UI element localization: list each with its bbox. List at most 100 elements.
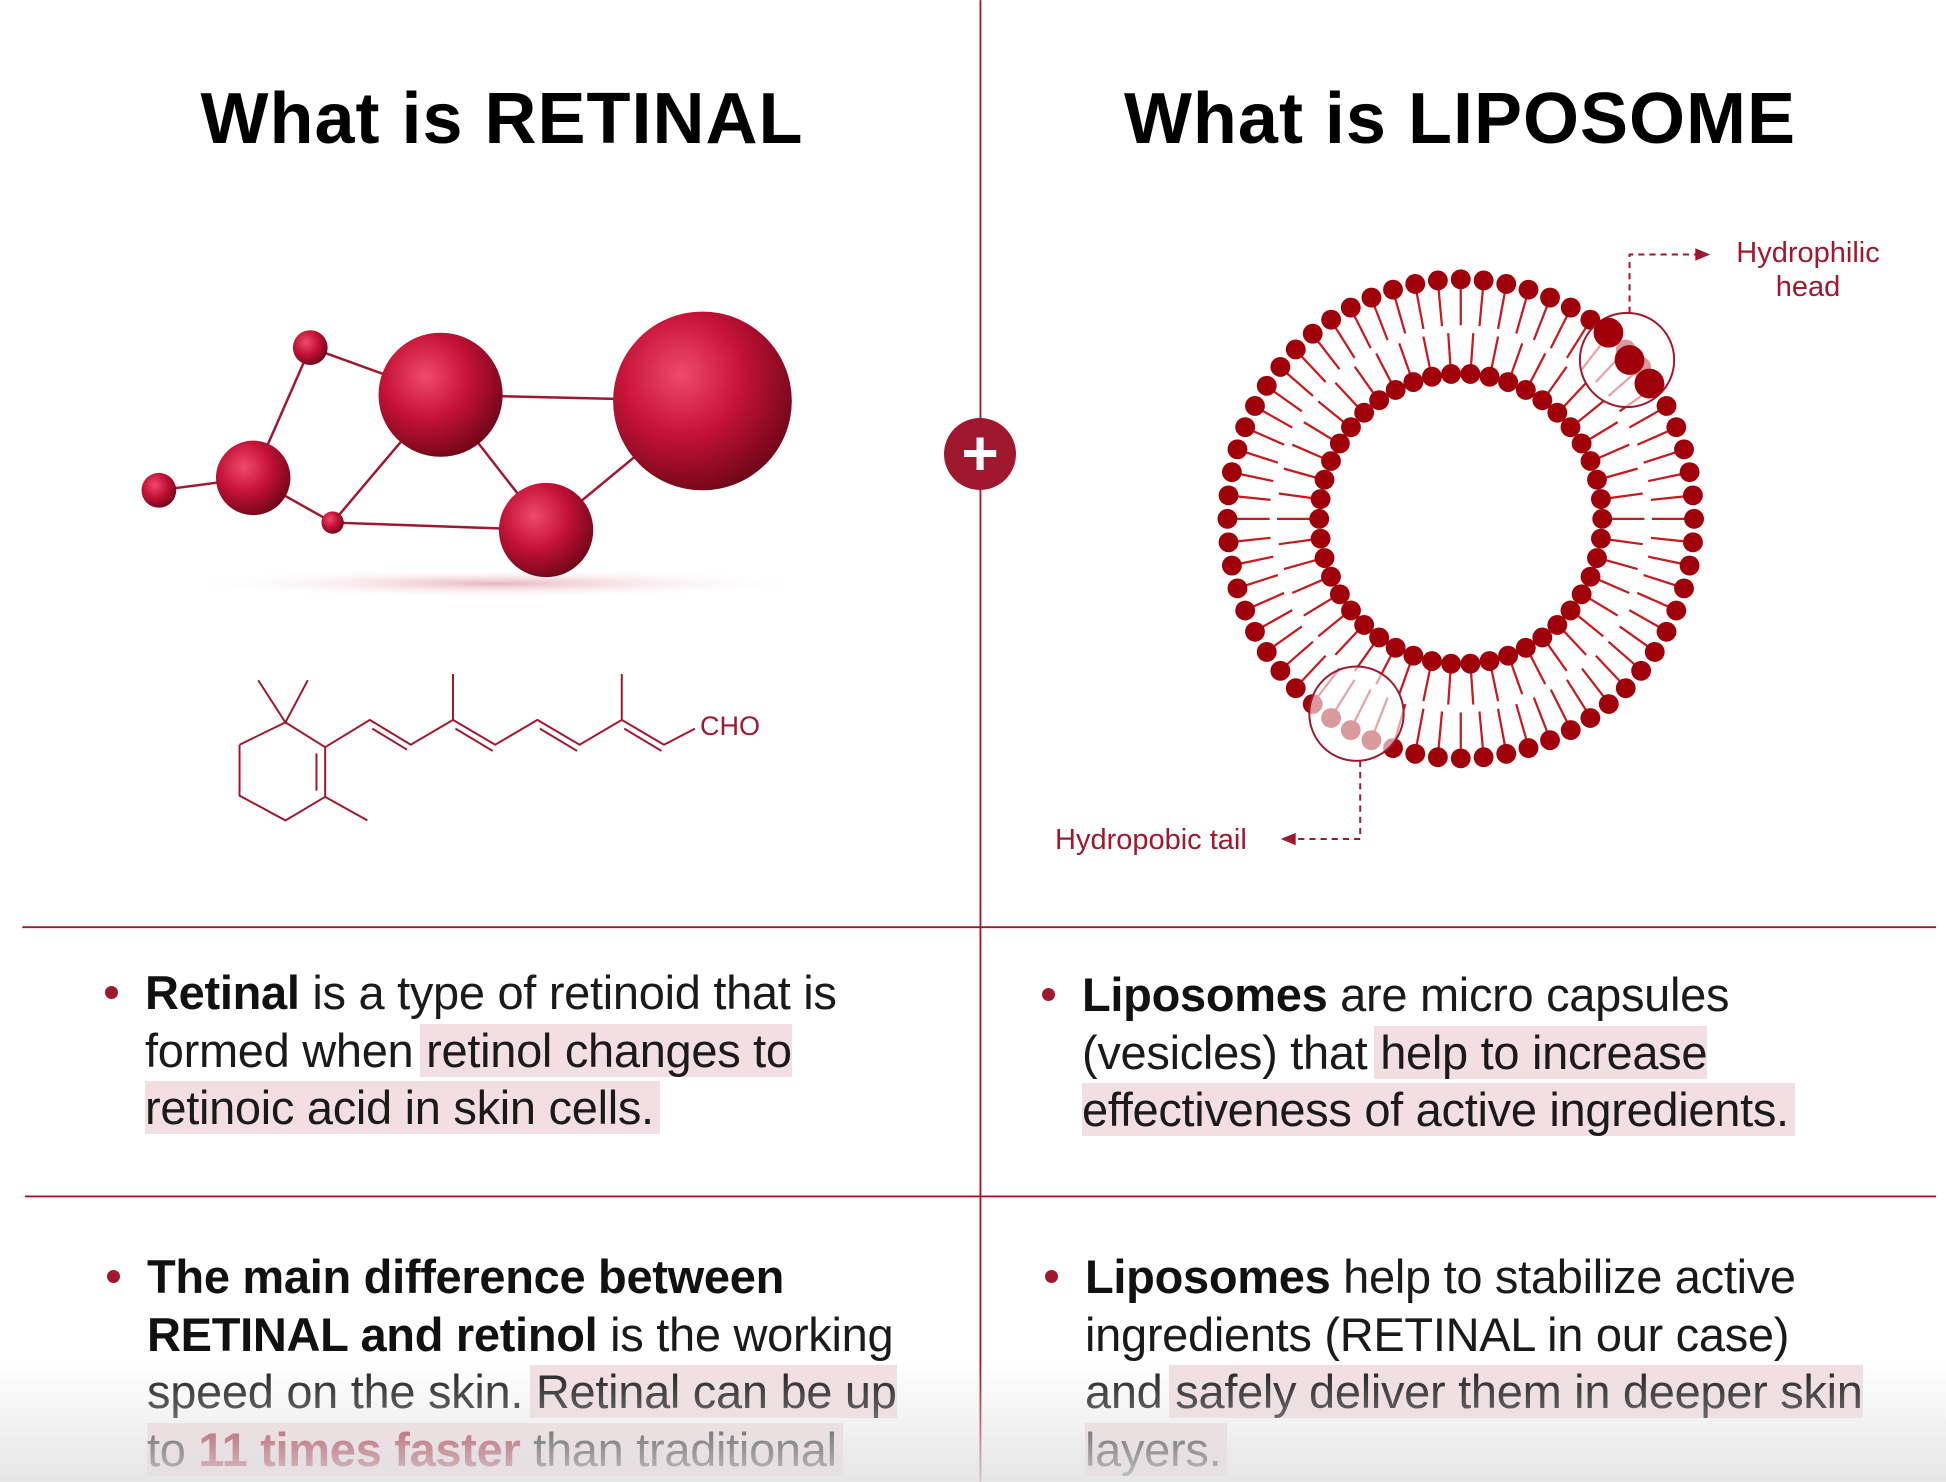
lipid-head (1422, 366, 1442, 387)
lipid-head (1245, 621, 1265, 642)
lipid-tail (1532, 697, 1551, 738)
lipid-head (1498, 645, 1519, 666)
lipid-head (1460, 653, 1481, 674)
lipid-head (1683, 485, 1703, 506)
highlight-heads (1593, 317, 1665, 399)
bullet-bold: Liposomes (1085, 1250, 1331, 1303)
retinal-structure-icon (238, 673, 696, 822)
bullet-emphasis: 11 times faster (198, 1422, 521, 1476)
lipid-head (1540, 730, 1560, 751)
lipid-tail (1469, 333, 1475, 368)
lipid-head (1587, 469, 1607, 490)
lipid-head (1285, 678, 1306, 699)
lipid-head (1644, 641, 1665, 662)
lipid-head (1354, 402, 1375, 423)
lipid-head (1580, 708, 1601, 728)
lipid-tail (1596, 578, 1630, 595)
liposome-title: What is LIPOSOME (1123, 79, 1797, 159)
lipid-head (1427, 270, 1448, 291)
lipid-tail (1291, 578, 1325, 595)
lipid-head (1479, 366, 1500, 387)
lipid-head (1405, 743, 1426, 764)
lipid-head (1329, 433, 1350, 454)
lipid-tail (1414, 708, 1425, 751)
lipid-tail (1581, 667, 1609, 702)
lipid-head (1340, 297, 1361, 318)
lipid-tail (1478, 284, 1485, 327)
lipid-head (1221, 462, 1242, 483)
bullet-text: help to stabilize active ingredients (RE… (1085, 1250, 1796, 1418)
lipid-tail (1278, 538, 1314, 546)
lipid-head (1256, 375, 1277, 396)
lipid-head (1590, 528, 1611, 549)
lipid-head (1403, 372, 1424, 392)
hydrophobic-tail-label: Hydropobic tail (1055, 824, 1247, 856)
lipid-head (1571, 584, 1592, 605)
arrow-icon (1280, 832, 1296, 846)
lipid-tail (1437, 711, 1444, 754)
lipid-tail (1608, 538, 1643, 546)
lipid-head (1369, 390, 1390, 411)
lipid-tail (1437, 284, 1444, 327)
lipid-head (1679, 555, 1700, 576)
lipid-head (1441, 364, 1462, 384)
lipid-tail (1528, 652, 1547, 685)
lipid-head (1547, 402, 1568, 423)
bullet-icon (105, 986, 118, 999)
lipid-head (1615, 678, 1636, 699)
molecule-icon (141, 311, 807, 599)
lipid-head (1479, 651, 1500, 671)
lipid-head (1547, 615, 1568, 635)
lipid-head (1218, 532, 1239, 553)
lipid-head (1473, 270, 1494, 291)
lipid-tail (1283, 467, 1318, 480)
liposome-bullet-1: Liposomes are micro capsules (vesicles) … (1042, 966, 1882, 1139)
lipid-tail (1545, 641, 1568, 672)
lipid-head (1674, 439, 1694, 460)
lipid-tail (1469, 669, 1475, 705)
lipid-tail (1371, 300, 1389, 341)
lipid-tail (1549, 689, 1571, 728)
lipid-head (1256, 641, 1277, 662)
lipid-tail (1489, 336, 1500, 371)
lipid-head (1235, 417, 1256, 438)
liposome-bullet-2: Liposomes help to stabilize active ingre… (1045, 1248, 1875, 1478)
liposome-icon (1217, 269, 1704, 769)
lipid-head (1385, 637, 1406, 658)
lipid-tail (1575, 400, 1604, 425)
lipid-tail (1565, 322, 1590, 359)
lipid-head (1361, 287, 1382, 308)
lipid-head (1369, 627, 1390, 648)
lipid-head (1496, 273, 1517, 294)
lipid-tail (1489, 666, 1500, 702)
lipid-tail (1478, 711, 1485, 754)
lipid-tail (1447, 333, 1452, 368)
lipid-tail (1595, 654, 1625, 687)
bullet-bold: Liposomes (1082, 968, 1328, 1021)
lipid-tail (1296, 654, 1327, 687)
lipid-head (1560, 417, 1581, 438)
lipid-head (1656, 396, 1677, 416)
lipid-head (1515, 637, 1536, 658)
lipid-head (1631, 660, 1652, 681)
lipid-head (1656, 621, 1677, 642)
lipid-head (1314, 469, 1335, 490)
lipid-tail (1291, 443, 1325, 460)
lipid-tail (1313, 335, 1341, 370)
lipid-tail (1422, 336, 1432, 371)
lipid-head (1496, 743, 1517, 764)
lipid-head (1285, 339, 1306, 360)
lipid-head (1571, 433, 1592, 454)
lipid-head (1560, 297, 1581, 318)
lipid-head (1580, 451, 1601, 471)
lipid-tail (1283, 558, 1318, 571)
lipid-head (1532, 390, 1553, 411)
lipid-tail (1398, 343, 1412, 377)
lipid-head (1217, 508, 1238, 529)
lipid-tail (1515, 703, 1529, 745)
lipid-tail (1303, 421, 1335, 442)
lipid-head (1385, 379, 1406, 400)
lipid-head (1245, 396, 1265, 416)
lipid-head (1329, 584, 1350, 605)
